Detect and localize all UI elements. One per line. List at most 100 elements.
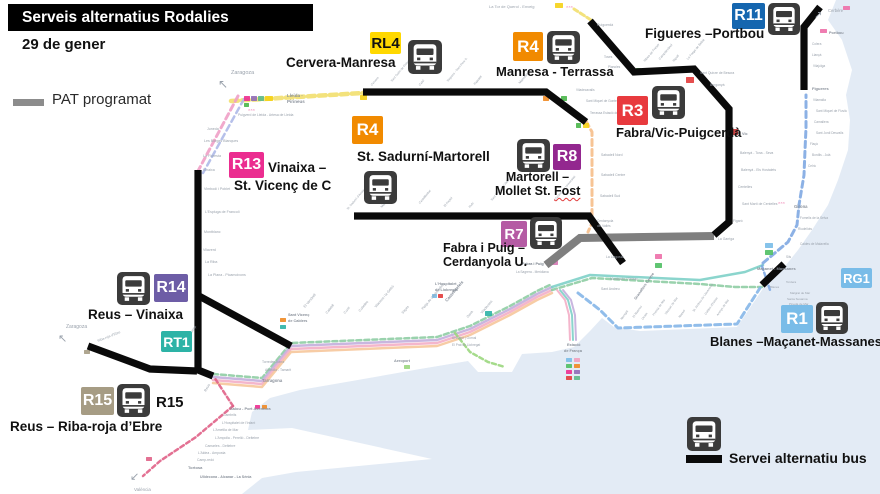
svg-text:La Riba: La Riba [205,260,217,264]
svg-text:Sant Miquel de Fluvià: Sant Miquel de Fluvià [816,109,847,113]
sea-layer [242,0,880,494]
svg-text:Balenyà - Els Hostalets: Balenyà - Els Hostalets [741,168,776,172]
svg-text:Camarles - Deltebre: Camarles - Deltebre [205,444,235,448]
svg-text:Torredembarra: Torredembarra [262,360,284,364]
route-label-r8: Martorell – Mollet St. Fost [495,170,580,198]
route-label-r8-line1: Martorell – [505,170,570,184]
svg-text:Cambrils: Cambrils [223,413,237,417]
bus-route-martorell-mollet [354,212,626,266]
route-label-r3: Fabra/Vic-Puigcerdà [616,125,742,140]
svg-text:Tarragona: Tarragona [262,378,283,383]
svg-text:Cerbère: Cerbère [828,8,844,13]
svg-text:Cubelles: Cubelles [358,300,370,313]
route-badge-r11: R11 [732,3,765,29]
svg-text:Reus: Reus [203,383,211,392]
svg-text:Sant Vicenç: Sant Vicenç [288,313,309,317]
bus-route-vinaixa-reus [194,170,215,380]
svg-text:Vilassar de Mar: Vilassar de Mar [664,296,679,315]
route-badge-rg1: RG1 [841,268,872,288]
route-label-r13-line2: St. Vicenç de C [234,178,332,193]
bus-icon [408,40,442,74]
bus-route-figueres-portbou [800,4,823,90]
route-label-r13-line1: Vinaixa – [268,160,327,175]
svg-text:↖: ↖ [218,77,228,91]
svg-text:Vilamalla: Vilamalla [813,98,826,102]
svg-text:Ocata: Ocata [641,311,649,320]
svg-text:Arenys de Mar: Arenys de Mar [716,298,730,316]
svg-text:Pirineus: Pirineus [287,99,305,104]
route-label-r4-sud: St. Sadurní-Martorell [357,149,490,164]
svg-text:La Llagosta: La Llagosta [606,255,624,259]
svg-text:La Floresta: La Floresta [203,154,221,158]
svg-text:Rajadell: Rajadell [473,75,483,86]
route-badge-r3: R3 [617,96,648,125]
svg-text:Tortosa: Tortosa [188,465,203,470]
bus-icon [768,3,800,35]
svg-text:Sant Miquel de Gonteres: Sant Miquel de Gonteres [586,99,622,103]
svg-text:×××: ××× [566,4,574,9]
bus-route-macanet-segment [759,261,787,288]
svg-text:La Tor de Querol - Enveig: La Tor de Querol - Enveig [489,4,535,9]
bus-legend-label: Servei alternatiu bus [729,450,867,466]
svg-text:Montblanc: Montblanc [204,230,221,234]
svg-text:L'Espluga de Francolí: L'Espluga de Francolí [205,210,240,214]
svg-text:Bellvitge | Gornal: Bellvitge | Gornal [452,336,477,340]
svg-text:Colera: Colera [812,42,822,46]
svg-text:Centelles: Centelles [738,185,752,189]
svg-text:Portbou: Portbou [829,31,844,35]
svg-text:Maçanet - Massanes: Maçanet - Massanes [757,266,796,271]
svg-text:Terrassa Estació del Nord: Terrassa Estació del Nord [590,111,627,115]
svg-text:↗: ↗ [814,10,822,21]
svg-text:Calafell: Calafell [325,303,335,314]
svg-text:Vilanova i la Geltrú: Vilanova i la Geltrú [374,284,395,308]
bus-icon [364,171,397,204]
route-badge-r13: R13 [229,152,264,178]
svg-text:Vilajuïga: Vilajuïga [813,64,825,68]
bus-route-vic-puigcerda [587,18,733,238]
svg-text:L'Ampolla - Perelló - Deltebre: L'Ampolla - Perelló - Deltebre [215,436,259,440]
svg-text:↙: ↙ [130,471,139,483]
date-label: 29 de gener [22,36,106,53]
svg-text:Cerdanyola: Cerdanyola [597,219,614,223]
svg-text:Sant Martí de Centelles: Sant Martí de Centelles [742,202,778,206]
svg-text:El Prat de Llobregat: El Prat de Llobregat [452,343,480,347]
svg-text:Figueres: Figueres [812,86,829,91]
svg-text:de Calders: de Calders [288,319,307,323]
svg-text:Castellbisbal: Castellbisbal [418,189,432,205]
route-side-label-r15: R15 [156,394,184,411]
svg-text:Sabadell Centre: Sabadell Centre [601,173,625,177]
svg-text:Sant Jordi Desvalls: Sant Jordi Desvalls [816,131,844,135]
route-label-r15: Reus – Riba-roja d’Ebre [10,419,163,434]
svg-text:Salou - Port Aventura: Salou - Port Aventura [230,406,271,411]
svg-text:Ripoll: Ripoll [672,54,680,63]
svg-text:Manresa: Manresa [518,72,530,85]
svg-text:El Papiol: El Papiol [443,196,454,208]
svg-text:Girona: Girona [794,204,808,209]
route-label-r14: Reus – Vinaixa [88,307,184,322]
svg-text:Cervera: Cervera [370,76,380,87]
svg-text:Altafulla - Tamarit: Altafulla - Tamarit [265,368,291,372]
svg-text:L'Ametlla de Mar: L'Ametlla de Mar [213,428,239,432]
svg-text:de França: de França [564,349,583,353]
svg-text:Viladecavalls: Viladecavalls [576,88,595,92]
svg-text:Caldes de Malavella: Caldes de Malavella [800,242,829,246]
route-badge-r4-nord: R4 [513,32,543,61]
svg-text:Sils: Sils [786,255,792,259]
bus-icon [816,302,848,334]
bus-icon [117,272,150,305]
svg-text:Puigcerdà: Puigcerdà [597,23,613,27]
svg-text:Planoles: Planoles [608,65,621,69]
svg-text:Cunit: Cunit [343,306,351,315]
svg-text:L'Aldea - Amposta: L'Aldea - Amposta [198,451,226,455]
bus-icon [117,384,150,417]
svg-text:×××: ××× [248,107,256,112]
pat-route-layer [543,232,715,269]
svg-text:Vinaixa: Vinaixa [203,168,215,172]
svg-text:Malgrat de Mar: Malgrat de Mar [790,291,810,295]
route-badge-r7: R7 [501,221,527,247]
svg-text:Sitges: Sitges [401,305,410,315]
pat-line-swatch [13,99,44,106]
svg-text:La Sagrera - Meridiana: La Sagrera - Meridiana [516,270,549,274]
svg-text:Vilaverd: Vilaverd [203,248,216,252]
